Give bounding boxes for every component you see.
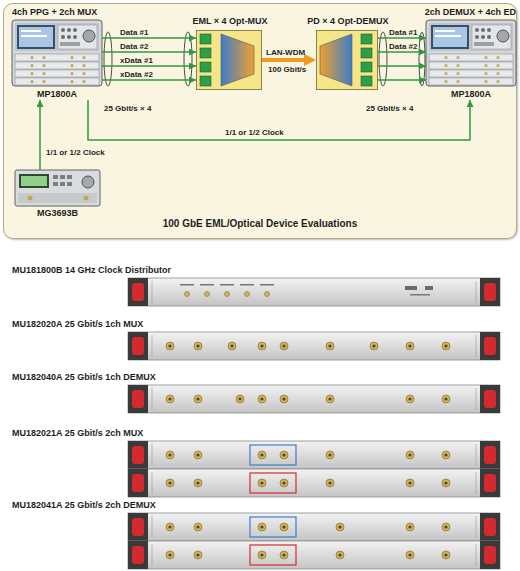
- module-drawing: [258, 479, 266, 487]
- module-drawing: [128, 441, 500, 469]
- module-drawing: [326, 395, 334, 403]
- module-box: MU182041A 25 Gbit/s 2ch DEMUX: [128, 513, 500, 569]
- optical-demux-box: PD × 4 Opt-DEMUX: [316, 30, 378, 90]
- module-drawing: [128, 513, 500, 541]
- module-drawing: [258, 451, 266, 459]
- node-label: MU181800B 14 GHz Clock Distributor: [12, 265, 171, 275]
- node-label: MU182021A 25 Gbit/s 2ch MUX: [12, 428, 143, 438]
- module-drawing: [250, 445, 296, 465]
- node-label: MU182041A 25 Gbit/s 2ch DEMUX: [12, 500, 156, 510]
- module-drawing: [442, 342, 450, 350]
- module-drawing: [260, 284, 274, 286]
- module-drawing: [194, 342, 202, 350]
- module-drawing: [250, 473, 296, 493]
- module-drawing: [236, 395, 244, 403]
- node-label: 2ch DEMUX + 4ch ED: [425, 7, 516, 17]
- module-drawing: [280, 523, 288, 531]
- module-drawing: [194, 451, 202, 459]
- module-drawing: [425, 286, 433, 290]
- module-drawing: [265, 292, 270, 297]
- module-drawing: [200, 284, 214, 286]
- module-drawing: [442, 479, 450, 487]
- node-label: MU182040A 25 Gbit/s 1ch DEMUX: [12, 372, 156, 382]
- module-drawing: [280, 479, 288, 487]
- node-label: PD × 4 Opt-DEMUX: [293, 16, 403, 26]
- group-frame: 100 GbE EML/Optical Device Evaluations 4c…: [3, 3, 517, 239]
- module-drawing: [128, 541, 500, 569]
- module-drawing: [406, 342, 414, 350]
- node-label: 4ch PPG + 2ch MUX: [12, 7, 97, 17]
- module-drawing: [442, 551, 450, 559]
- instrument-box: 4ch PPG + 2ch MUXMP1800A: [12, 20, 102, 100]
- module-drawing: [166, 551, 174, 559]
- module-drawing: [166, 523, 174, 531]
- module-drawing: [336, 523, 344, 531]
- optical-mux-box: EML × 4 Opt-MUX: [196, 30, 262, 90]
- module-drawing: [258, 551, 266, 559]
- module-drawing: [245, 292, 250, 297]
- module-drawing: [280, 395, 288, 403]
- module-drawing: [166, 395, 174, 403]
- module-drawing: [228, 342, 236, 350]
- module-drawing: [370, 342, 378, 350]
- module-drawing: [336, 551, 344, 559]
- module-drawing: [410, 294, 430, 296]
- module-drawing: [240, 284, 254, 286]
- module-drawing: [406, 451, 414, 459]
- module-drawing: [405, 286, 417, 290]
- node-label: 100 GbE EML/Optical Device Evaluations: [4, 218, 516, 230]
- module-drawing: [205, 292, 210, 297]
- module-drawing: [194, 523, 202, 531]
- node-label: MG3693B: [15, 208, 100, 218]
- module-drawing: [128, 469, 500, 497]
- module-drawing: [128, 278, 500, 569]
- module-drawing: [442, 451, 450, 459]
- module-drawing: [185, 292, 190, 297]
- node-label: MP1800A: [426, 89, 516, 99]
- module-box: MU182040A 25 Gbit/s 1ch DEMUX: [128, 385, 500, 413]
- module-drawing: [442, 523, 450, 531]
- module-drawing: [250, 545, 296, 565]
- module-drawing: [180, 284, 194, 286]
- module-drawing: [194, 479, 202, 487]
- module-drawing: [166, 451, 174, 459]
- node-label: EML × 4 Opt-MUX: [175, 16, 285, 26]
- signal-generator-box: MG3693B: [15, 170, 100, 218]
- module-drawing: [225, 292, 230, 297]
- module-drawing: [280, 342, 288, 350]
- module-drawing: [166, 342, 174, 350]
- module-drawing: [258, 395, 266, 403]
- module-drawing: [406, 395, 414, 403]
- module-drawing: [128, 385, 500, 413]
- node-label: MU182020A 25 Gbit/s 1ch MUX: [12, 319, 143, 329]
- module-drawing: [326, 479, 334, 487]
- module-drawing: [258, 523, 266, 531]
- module-drawing: [220, 284, 234, 286]
- module-drawing: [406, 551, 414, 559]
- module-drawing: [258, 342, 266, 350]
- module-drawing: [128, 278, 500, 306]
- module-drawing: [280, 451, 288, 459]
- module-drawing: [280, 551, 288, 559]
- module-box: MU182021A 25 Gbit/s 2ch MUX: [128, 441, 500, 497]
- module-drawing: [326, 451, 334, 459]
- module-box: MU182020A 25 Gbit/s 1ch MUX: [128, 332, 500, 360]
- module-drawing: [128, 332, 500, 360]
- module-drawing: [250, 517, 296, 537]
- module-drawing: [194, 551, 202, 559]
- module-drawing: [442, 395, 450, 403]
- module-drawing: [406, 523, 414, 531]
- module-drawing: [326, 342, 334, 350]
- module-drawing: [166, 479, 174, 487]
- node-label: MP1800A: [12, 89, 102, 99]
- instrument-box: 2ch DEMUX + 4ch EDMP1800A: [426, 20, 516, 100]
- module-drawing: [194, 395, 202, 403]
- module-box: MU181800B 14 GHz Clock Distributor: [128, 278, 500, 306]
- module-drawing: [406, 479, 414, 487]
